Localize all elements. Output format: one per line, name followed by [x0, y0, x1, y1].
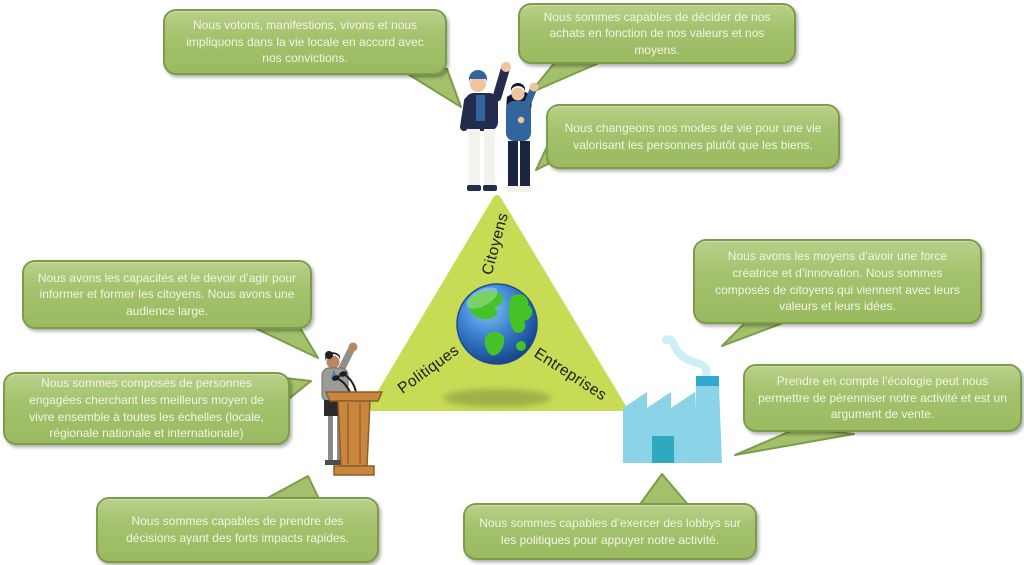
citizens-icon	[460, 62, 539, 192]
globe-icon	[456, 283, 538, 365]
speech-bubble-politicians-bottom: Nous sommes capables de prendre des déci…	[96, 497, 379, 563]
speech-bubble-text: Nous avons les capacités et le devoir d’…	[37, 270, 297, 318]
speech-bubble-politicians-middle: Nous sommes composés de personnes engagé…	[3, 372, 290, 445]
speech-bubble-text: Nous sommes capables de prendre des déci…	[126, 514, 349, 545]
politician-icon	[321, 342, 384, 476]
tail-companies-middle	[734, 427, 855, 456]
speech-bubble-citizens-right-bottom: Nous changeons nos modes de vie pour une…	[546, 104, 840, 169]
speech-bubble-text: Nous sommes capables d’exercer des lobby…	[479, 515, 741, 547]
speech-bubble-text: Nous changeons nos modes de vie pour une…	[564, 120, 822, 152]
speech-bubble-companies-middle: Prendre en compte l’écologie peut nous p…	[743, 364, 1022, 432]
speech-bubble-text: Nous sommes composés de personnes engagé…	[29, 376, 264, 441]
speech-bubble-citizens-right-top: Nous sommes capables de décider de nos a…	[518, 3, 796, 64]
speech-bubble-companies-bottom: Nous sommes capables d’exercer des lobby…	[463, 503, 757, 560]
speech-bubble-companies-top: Nous avons les moyens d’avoir une force …	[693, 239, 982, 324]
speech-bubble-text: Nous votons, manifestions, vivons et nou…	[186, 18, 424, 66]
speech-bubble-politicians-top: Nous avons les capacités et le devoir d’…	[22, 260, 312, 329]
speech-bubble-text: Prendre en compte l’écologie peut nous p…	[758, 374, 1007, 422]
speech-bubble-text: Nous avons les moyens d’avoir une force …	[715, 249, 960, 314]
speech-bubble-text: Nous sommes capables de décider de nos a…	[543, 9, 771, 57]
speech-bubble-citizens-left: Nous votons, manifestions, vivons et nou…	[163, 9, 447, 75]
globe-shadow	[443, 389, 551, 407]
factory-icon	[623, 335, 722, 463]
